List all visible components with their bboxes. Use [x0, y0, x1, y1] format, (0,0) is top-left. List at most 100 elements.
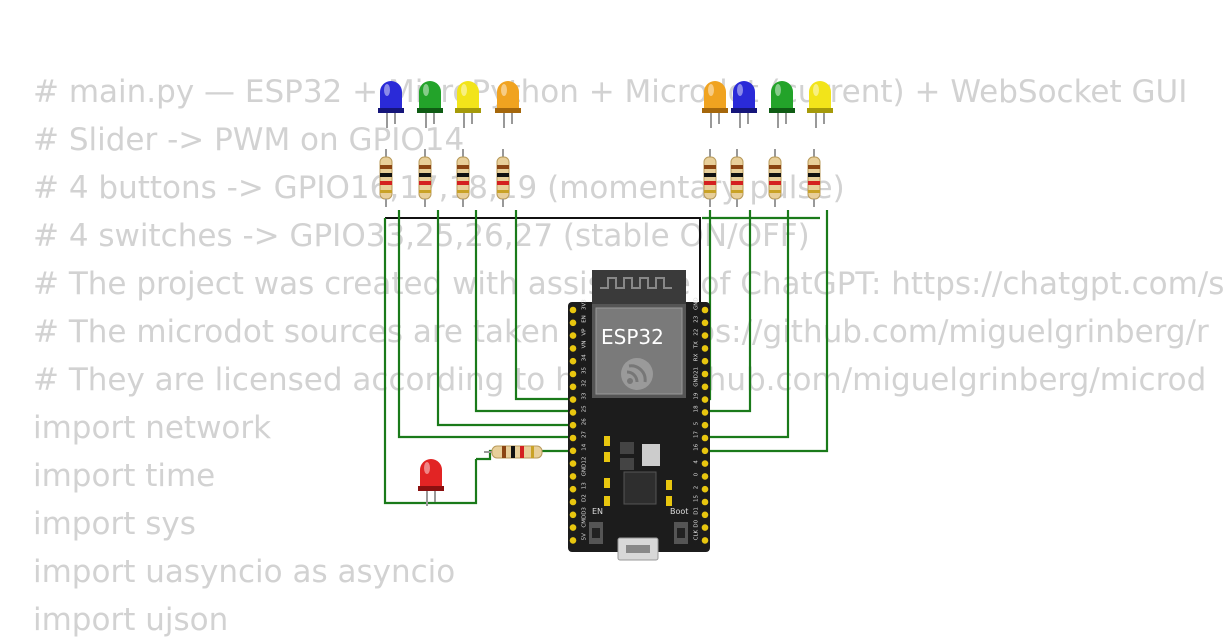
pin-right	[701, 357, 709, 365]
pin-right	[701, 473, 709, 480]
led-blue-2-icon	[731, 81, 757, 128]
wire-gnd-left	[383, 218, 478, 505]
pin-label: D2	[582, 494, 588, 502]
pin-left	[569, 306, 577, 314]
pin-right	[701, 396, 709, 403]
boot-button-label: Boot	[670, 507, 688, 516]
pin-label: 15	[694, 495, 700, 502]
pin-label: 2	[694, 486, 700, 490]
pin-label: 5	[694, 421, 700, 425]
pin-right	[701, 485, 709, 493]
pin-label: VN	[582, 341, 588, 349]
pin-left	[569, 421, 577, 429]
pin-label: 23	[694, 315, 700, 322]
wire-led-green-2	[706, 210, 790, 439]
pin-label: 27	[582, 431, 588, 438]
resistor	[456, 148, 470, 208]
pin-label: GND	[582, 464, 588, 477]
pin-label: GND	[694, 297, 700, 310]
led-green-2-icon	[769, 81, 795, 128]
code-line: import uasyncio as asyncio	[33, 554, 456, 590]
pin-left	[569, 447, 577, 455]
pin-label: 34	[582, 354, 588, 361]
resistor	[768, 148, 782, 208]
pin-label: 26	[582, 418, 588, 425]
led-orange-1-icon	[495, 81, 521, 128]
code-line: # 4 switches -> GPIO33,25,26,27 (stable …	[33, 218, 810, 254]
pin-left	[569, 498, 577, 506]
header-pins: 3V3ENVPVN343532332526271412GND13D2D3CMD5…	[569, 297, 709, 544]
pin-right	[701, 537, 709, 544]
led-red-pwm-icon	[418, 459, 444, 506]
pin-label: 19	[694, 392, 700, 399]
code-line: import time	[33, 458, 216, 494]
pin-left	[569, 524, 577, 531]
pin-right	[701, 409, 709, 416]
ground-wire	[385, 217, 701, 305]
pin-label: 25	[582, 405, 588, 412]
pin-right	[701, 524, 709, 531]
pin-label: 3V3	[582, 299, 588, 310]
pin-right	[701, 332, 709, 339]
wire-led-green-1	[436, 210, 572, 427]
pin-label: EN	[582, 315, 588, 323]
pin-left	[569, 345, 577, 352]
pin-label: 4	[694, 460, 700, 464]
code-line: import network	[33, 410, 272, 446]
pin-label: D0	[694, 519, 700, 527]
pin-left	[569, 473, 577, 480]
code-line: import sys	[33, 506, 196, 542]
pin-label: 17	[694, 431, 700, 438]
pin-label: 35	[582, 367, 588, 374]
led-yellow-2-icon	[807, 81, 833, 128]
pin-label: 21	[694, 367, 700, 374]
wire-led-blue-1	[397, 210, 572, 439]
pin-left	[569, 434, 577, 442]
pin-right	[701, 345, 709, 352]
pin-right	[701, 511, 709, 519]
pin-left	[569, 332, 577, 339]
pin-left	[569, 319, 577, 327]
led-orange-2-icon	[702, 81, 728, 128]
pin-label: 12	[582, 457, 588, 464]
pin-label: D3	[582, 507, 588, 515]
pin-label: 14	[582, 443, 588, 450]
pin-right	[701, 319, 709, 327]
resistor	[807, 148, 821, 208]
wire-led-blue-2	[706, 210, 752, 413]
pin-left	[569, 396, 577, 403]
espressif-logo-icon	[621, 358, 653, 390]
pin-left	[569, 537, 577, 544]
circuit-diagram: ESP32 EN Boot 3V3ENVPVN34353233252627141…	[378, 81, 833, 561]
pin-right	[701, 434, 709, 442]
resistor	[703, 148, 717, 208]
pin-label: 16	[694, 443, 700, 450]
pin-label: 18	[694, 405, 700, 412]
board-label: ESP32	[601, 325, 664, 349]
pin-label: 5V	[582, 533, 588, 540]
pin-left	[569, 357, 577, 365]
pin-label: 32	[582, 380, 588, 387]
pin-left	[569, 409, 577, 416]
pin-label: GND	[694, 374, 700, 387]
wire-led-yellow-2	[706, 210, 829, 453]
pin-label: CMD	[582, 515, 588, 528]
led-group	[378, 81, 833, 506]
pin-left	[569, 460, 577, 467]
pin-right	[701, 383, 709, 391]
wire-led-yellow-1	[474, 210, 572, 413]
signal-wires	[383, 210, 829, 505]
pin-right	[701, 447, 709, 455]
code-line: # Slider -> PWM on GPIO14	[33, 122, 465, 158]
pin-left	[569, 485, 577, 493]
pin-label: 0	[694, 472, 700, 476]
pin-label: VP	[582, 328, 588, 336]
pin-label: D1	[694, 507, 700, 515]
resistor	[496, 148, 510, 208]
pin-label: CLK	[694, 529, 700, 540]
pin-right	[701, 306, 709, 314]
pin-right	[701, 370, 709, 378]
esp32-board: ESP32 EN Boot 3V3ENVPVN34353233252627141…	[568, 270, 710, 561]
led-yellow-1-icon	[455, 81, 481, 128]
pin-label: 22	[694, 329, 700, 336]
